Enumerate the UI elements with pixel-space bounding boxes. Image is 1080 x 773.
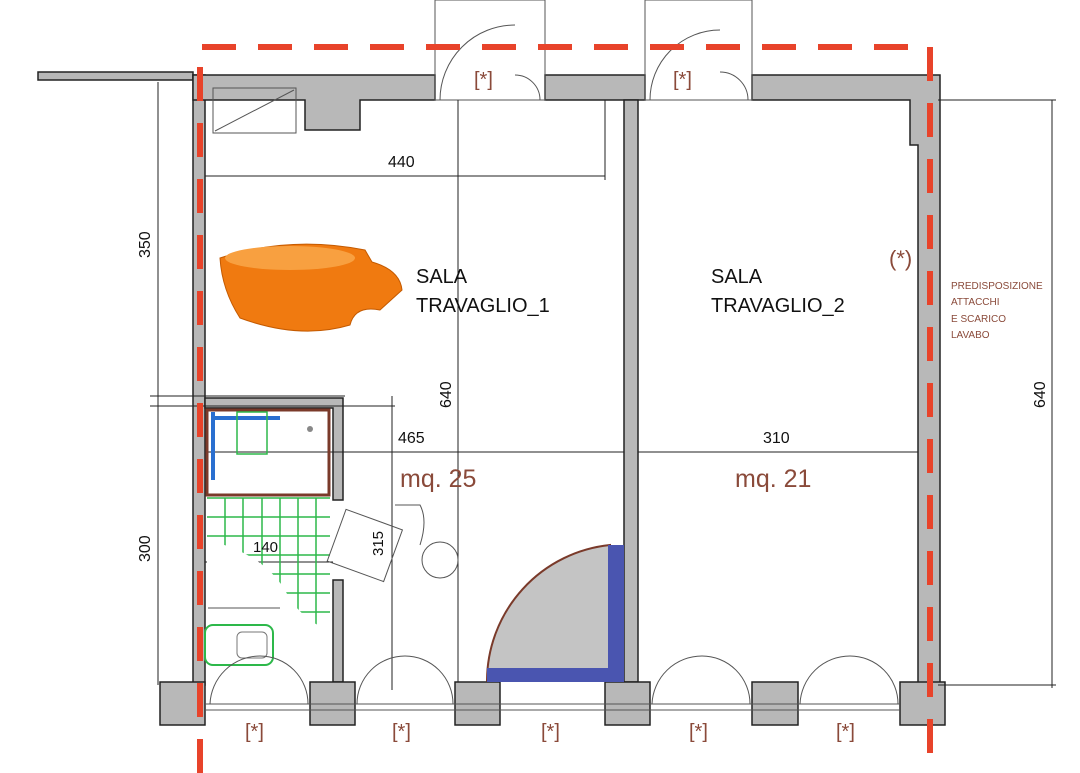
wall-top-left [192,74,436,131]
window-marker: [*] [474,69,493,91]
window-marker: [*] [689,721,708,743]
dim-right-height: 640 [1032,381,1049,408]
window-marker: [*] [673,69,692,91]
dim-bath-door: 315 [370,531,387,556]
bathroom-wall-top [204,397,344,501]
grab-bar [211,412,280,480]
dim-room1-width: 465 [398,430,425,447]
window-marker: [*] [245,721,264,743]
room1-name-line1: SALA [416,266,468,288]
walls [37,71,946,726]
shower-tray [205,408,331,497]
room1-name-line2: TRAVAGLIO_1 [416,295,550,317]
external-wall-left-ext [37,71,194,81]
bathroom-fixtures [204,408,331,680]
birthing-tub-image [219,243,403,332]
window-marker: [*] [392,721,411,743]
asterisk-note: (*) [889,246,912,271]
window-markers: [*] [*] [*] [*] [*] [*] [*] [245,69,855,743]
top-windows [212,0,753,134]
dim-bath-width: 140 [253,539,278,556]
note-line-1: PREDISPOSIZIONE [951,281,1043,292]
sliding-door [485,543,624,682]
wheelchair-icon [326,504,459,583]
dim-top-width: 440 [388,154,415,171]
wall-top-right [751,74,941,691]
room1-area: mq. 25 [400,465,476,493]
room2-name-line1: SALA [711,266,763,288]
shower-seat [236,411,268,455]
room2-area: mq. 21 [735,465,811,493]
note-line-2: ATTACCHI [951,297,1000,308]
toilet-icon [204,624,274,666]
wall-bottom-6 [899,681,946,726]
bottom-doors [209,655,899,705]
boundary-dashed-line [197,44,933,773]
bathroom-wall-bottom [332,579,344,683]
dim-left-lower: 300 [137,535,154,562]
room2-name-line2: TRAVAGLIO_2 [711,295,845,317]
dimension-lines [150,82,1056,690]
window-marker: [*] [836,721,855,743]
partition-wall [623,99,639,683]
note-line-3: E SCARICO [951,314,1006,325]
dim-left-upper: 350 [137,231,154,258]
dim-room2-width: 310 [763,430,790,447]
window-marker: [*] [541,721,560,743]
wall-top-mid [544,74,646,101]
note-line-4: LAVABO [951,330,990,341]
dim-room1-height: 640 [438,381,455,408]
